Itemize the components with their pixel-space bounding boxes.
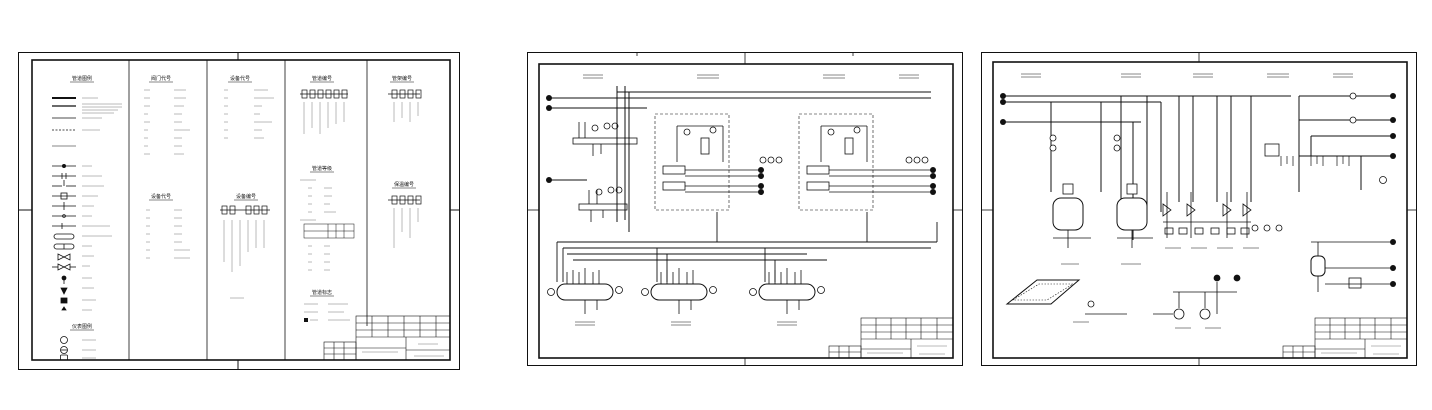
skid-1-internals (662, 125, 759, 193)
edge-ticks (527, 52, 963, 366)
skid-2-internals (806, 125, 931, 193)
title-block (323, 315, 451, 361)
filter-bank (1162, 192, 1252, 238)
pid-sheet-2 (981, 52, 1417, 366)
equipment-code-list-2 (224, 89, 274, 139)
title-block (828, 317, 954, 359)
skid-boundaries (654, 113, 874, 211)
col2-title: 阀门代号 (151, 75, 171, 82)
main-headers (549, 86, 931, 232)
col3-title2: 设备编号 (236, 193, 256, 200)
column-titles: 管道图例 阀门代号 设备代号 管道编号 管架编号 (70, 75, 414, 83)
col5-title2: 保温编号 (394, 181, 414, 188)
pipe-grade-table (303, 223, 355, 239)
col1-title: 管道图例 (72, 75, 92, 82)
equipment-labels-top (583, 74, 919, 79)
outer-frame (527, 52, 963, 366)
valve-symbols (52, 164, 76, 311)
vessels (556, 283, 816, 301)
distribution-headers (556, 212, 938, 282)
col2-title2: 设备代号 (151, 193, 171, 200)
pipe-number-desc (303, 102, 345, 134)
source-markers (1000, 93, 1006, 125)
storage-tank (1005, 279, 1081, 305)
col4-title: 管道编号 (312, 75, 332, 82)
column-dividers (128, 60, 368, 360)
pipe-grade-list-2 (308, 245, 330, 271)
bottom-labels (1073, 321, 1221, 329)
line-type-descriptions (82, 97, 122, 131)
reactors (1052, 197, 1148, 231)
pid-sheet-1 (527, 52, 963, 366)
instrument-legend-title: 仪表图例 (72, 323, 92, 330)
support-number-desc (393, 102, 419, 122)
title-block-text (362, 343, 444, 357)
insulation-number-tags (388, 195, 422, 205)
col5-title: 管架编号 (392, 75, 412, 82)
reactor-agitators (1049, 134, 1138, 195)
pipe-grade-list (300, 179, 336, 221)
source-markers (546, 95, 552, 183)
legend-drawing: 管道图例 阀门代号 设备代号 管道编号 管架编号 (18, 52, 460, 370)
right-terminals (1390, 93, 1396, 159)
edge-ticks (18, 52, 460, 370)
line-type-samples (52, 97, 76, 147)
instrument-symbols (60, 336, 68, 361)
title-block (1282, 317, 1408, 359)
pipe-mark-list (304, 303, 350, 321)
valve-code-list (144, 89, 190, 155)
storage-tank-fill (1011, 283, 1075, 301)
filter-bank-instruments (1251, 224, 1283, 232)
pump-station (1085, 274, 1241, 320)
col4-title3: 管道标志 (312, 289, 332, 296)
instrument-descriptions (82, 339, 96, 359)
pipe-number-tags (300, 89, 348, 99)
support-number-tags (388, 89, 422, 99)
col3-title: 设备代号 (230, 75, 250, 82)
equipment-number-desc (223, 220, 265, 299)
pid-2-drawing (981, 52, 1417, 366)
instrument-bubbles (759, 156, 929, 164)
title-block-text (1321, 345, 1401, 355)
valve-descriptions (82, 165, 112, 311)
line-terminals (758, 167, 936, 195)
lower-vessel (1310, 255, 1326, 277)
equipment-code-list (146, 209, 190, 259)
pipe-mark-swatch (304, 318, 308, 322)
equipment-labels-bottom (575, 321, 797, 326)
vessel-pumps (547, 286, 825, 296)
right-valve-bank (1280, 156, 1350, 166)
equipment-number-tags (220, 205, 270, 215)
vessel-nozzles (566, 268, 802, 314)
edge-ticks (981, 52, 1417, 366)
pid-1-drawing (527, 52, 963, 366)
right-headers (1298, 95, 1391, 192)
outer-frame (18, 52, 460, 370)
left-units (572, 122, 638, 222)
title-block-text (867, 345, 947, 355)
outer-frame (981, 52, 1417, 366)
reactor-outlets (1053, 230, 1153, 248)
inner-frame (538, 63, 954, 359)
filter-bank-labels (1061, 247, 1259, 265)
col4-title2: 管道等级 (312, 165, 332, 172)
legend-sheet: 管道图例 阀门代号 设备代号 管道编号 管架编号 (18, 52, 460, 370)
insulation-number-desc (393, 208, 419, 248)
equipment-labels-top (1021, 73, 1353, 78)
lower-terminals (1390, 239, 1396, 287)
right-equipment (1264, 92, 1387, 184)
lower-vessel-piping (1311, 241, 1391, 292)
